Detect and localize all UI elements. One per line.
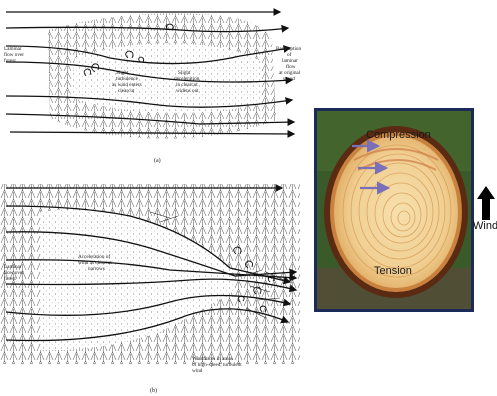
diagram-a: Laminar flow over forest Slight turbulen… <box>0 0 310 170</box>
tree-cross-section-photo: Compression Tension <box>314 108 474 312</box>
caption-b: (b) <box>150 387 157 394</box>
svg-text:forest: forest <box>4 275 16 282</box>
svg-text:Acceleration of: Acceleration of <box>78 253 110 260</box>
diagram-b: Laminar flow over forest Acceleration of… <box>0 172 310 396</box>
svg-text:speed: speed <box>283 76 295 82</box>
compression-label: Compression <box>366 129 431 141</box>
svg-text:clearcut: clearcut <box>118 88 135 94</box>
svg-text:of: of <box>287 51 292 58</box>
svg-text:narrows: narrows <box>88 266 105 272</box>
svg-text:of high-speed, turbulent: of high-speed, turbulent <box>192 361 242 368</box>
svg-text:flow: flow <box>286 63 296 70</box>
svg-text:forest: forest <box>4 57 16 64</box>
svg-text:flow over: flow over <box>4 51 24 58</box>
svg-text:widens out: widens out <box>176 88 199 94</box>
caption-a: (a) <box>154 157 161 164</box>
svg-text:wind: wind <box>192 368 203 374</box>
wind-label: Wind <box>473 220 497 232</box>
up-arrow-icon <box>477 186 495 220</box>
svg-text:flow over: flow over <box>4 269 24 276</box>
tension-label: Tension <box>374 265 412 277</box>
